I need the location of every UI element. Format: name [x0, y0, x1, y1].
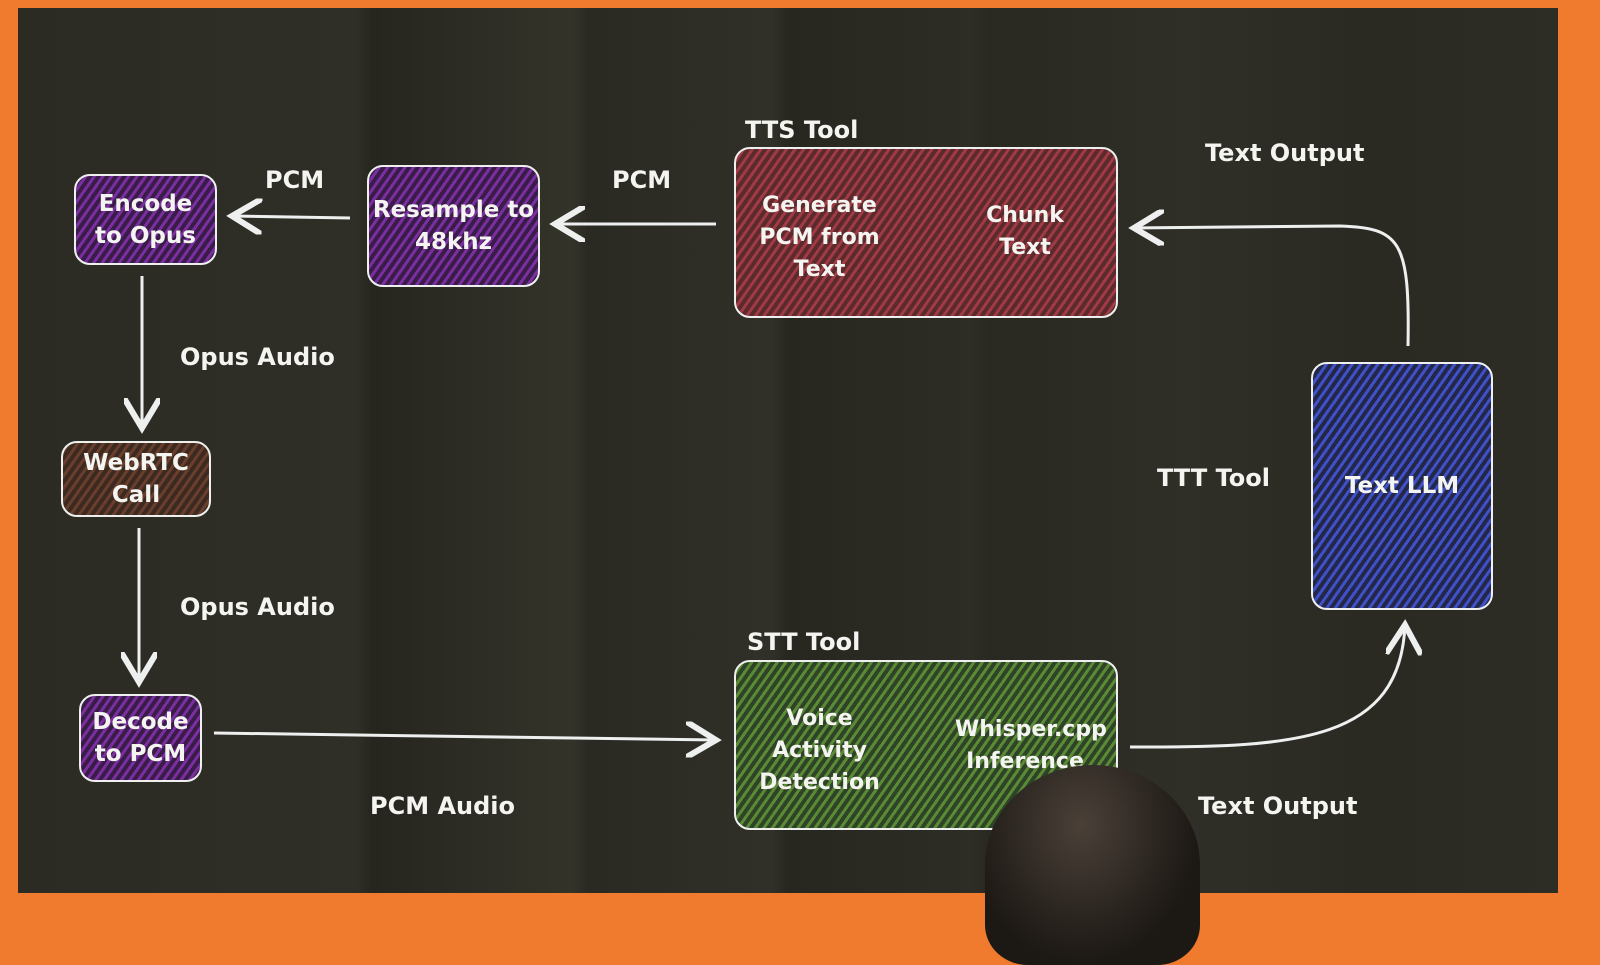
- ttt-tool-label: TTT Tool: [1157, 464, 1270, 492]
- encode-to-opus-node: Encode to Opus: [74, 174, 217, 265]
- webrtc-call-node: WebRTC Call: [61, 441, 211, 517]
- opus-audio-label-1: Opus Audio: [180, 343, 335, 371]
- pcm-label-mid: PCM: [612, 166, 672, 194]
- arrow-decode-to-stt: [213, 733, 716, 740]
- arrow-stt-to-llm: [1129, 625, 1405, 749]
- arrow-resample-to-encode: [232, 216, 351, 218]
- chunk-text-step: Chunk Text: [986, 203, 1064, 260]
- opus-audio-label-2: Opus Audio: [180, 593, 335, 621]
- generate-pcm-step: Generate PCM from Text: [759, 193, 880, 282]
- text-output-label-top: Text Output: [1205, 139, 1365, 167]
- audience-head-silhouette: [985, 765, 1200, 965]
- pcm-audio-label: PCM Audio: [370, 792, 515, 820]
- stt-tool-label: STT Tool: [747, 628, 861, 656]
- decode-to-pcm-node: Decode to PCM: [79, 694, 202, 782]
- text-llm-node: Text LLM: [1311, 362, 1493, 610]
- tts-tool-label: TTS Tool: [745, 116, 859, 144]
- vad-step: Voice Activity Detection: [759, 706, 880, 795]
- resample-node: Resample to 48khz: [367, 165, 540, 287]
- arrow-llm-to-tts: [1134, 226, 1410, 347]
- pcm-label-left: PCM: [265, 166, 325, 194]
- text-output-label-bottom: Text Output: [1198, 792, 1358, 820]
- tts-tool-group: [734, 147, 1118, 318]
